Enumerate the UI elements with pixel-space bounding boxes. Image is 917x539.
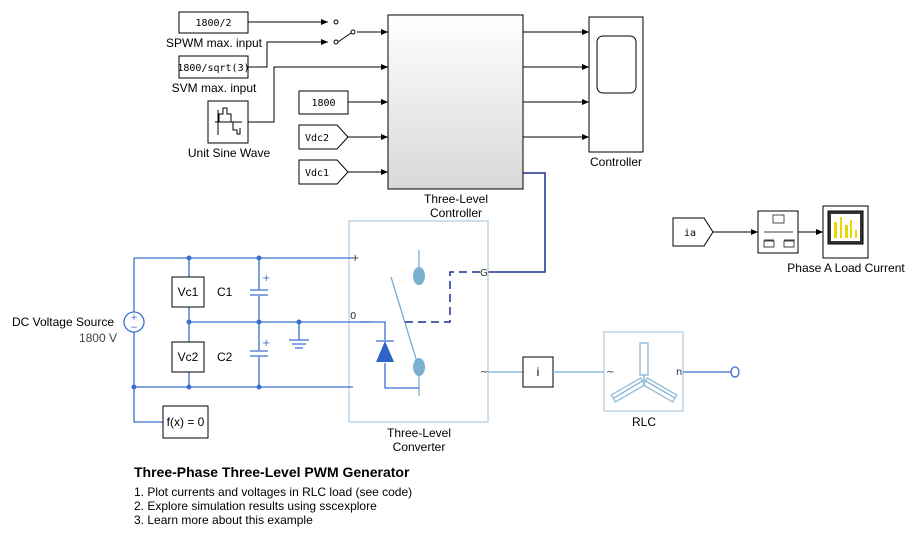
vdc-value: 1800	[311, 98, 335, 109]
rlc-port-n: n	[676, 367, 682, 378]
ps-simulink-converter-block[interactable]	[757, 210, 799, 254]
svm-label: SVM max. input	[172, 81, 257, 95]
dc-source-value: 1800 V	[79, 331, 117, 345]
manual-switch[interactable]	[333, 19, 356, 45]
scope-screen-icon	[596, 35, 637, 94]
converter-label-1: Three-Level	[387, 426, 451, 440]
svg-text:+: +	[262, 338, 270, 349]
controller3l-label-1: Three-Level	[424, 192, 488, 206]
ia-from-tag[interactable]: ia	[672, 217, 714, 247]
vc2-label: Vc2	[178, 350, 199, 364]
signal-lines	[248, 19, 823, 235]
current-sensor-block[interactable]: i	[522, 356, 554, 388]
rlc-label: RLC	[632, 415, 656, 429]
controller3l-label-2: Controller	[430, 206, 482, 220]
spwm-constant-block[interactable]: 1800/2	[178, 11, 249, 34]
vdc1-tag-label: Vdc1	[305, 168, 329, 179]
spwm-value: 1800/2	[195, 18, 231, 29]
open-connection-port[interactable]	[730, 366, 740, 378]
port-ac: ~	[480, 367, 488, 378]
port-plus: +	[351, 253, 359, 264]
vc2-block[interactable]: Vc2	[171, 341, 205, 373]
dc-network-lines	[131, 255, 370, 423]
rlc-port-ac: ~	[606, 367, 614, 378]
svm-constant-block[interactable]: 1800/sqrt(3)	[177, 55, 250, 79]
scope-label: Phase A Load Current	[787, 261, 905, 275]
vc1-label: Vc1	[178, 285, 199, 299]
phase-a-scope-block[interactable]	[822, 205, 869, 259]
controller-label: Controller	[590, 155, 642, 169]
staircase-sine-icon	[215, 107, 242, 135]
note-link-plot[interactable]: 1. Plot currents and voltages in RLC loa…	[134, 485, 413, 499]
vdc-constant-block[interactable]: 1800	[298, 90, 349, 115]
sine-label: Unit Sine Wave	[188, 146, 271, 160]
note-link-explore[interactable]: 2. Explore simulation results using ssce…	[134, 499, 377, 513]
vc1-block[interactable]: Vc1	[171, 276, 205, 308]
solver-configuration-block[interactable]: f(x) = 0	[162, 405, 209, 439]
unit-sine-wave-block[interactable]	[207, 100, 249, 144]
ia-tag-label: ia	[684, 228, 696, 239]
converter-label-2: Converter	[393, 440, 446, 454]
vdc2-tag-label: Vdc2	[305, 133, 329, 144]
svg-text:−: −	[130, 323, 138, 333]
spwm-label: SPWM max. input	[166, 36, 263, 50]
three-level-converter-block[interactable]: + 0 G ~	[348, 220, 523, 423]
gate-signal-line	[488, 172, 546, 273]
vdc1-from-tag[interactable]: Vdc1	[298, 159, 349, 185]
three-level-controller-block[interactable]	[387, 14, 524, 190]
dc-source-label: DC Voltage Source	[12, 315, 114, 329]
controller-scope-block[interactable]	[588, 16, 644, 153]
svg-text:+: +	[130, 313, 138, 323]
vdc2-from-tag[interactable]: Vdc2	[298, 124, 349, 150]
svm-value: 1800/sqrt(3)	[177, 63, 249, 74]
solver-label: f(x) = 0	[167, 415, 205, 429]
c2-label: C2	[217, 350, 233, 364]
dc-voltage-source[interactable]: + −	[123, 311, 145, 333]
c1-label: C1	[217, 285, 233, 299]
note-link-learn[interactable]: 3. Learn more about this example	[134, 513, 313, 527]
svg-text:+: +	[262, 273, 270, 284]
rlc-load-block[interactable]: ~ n	[603, 331, 684, 412]
model-title: Three-Phase Three-Level PWM Generator	[134, 464, 410, 480]
current-sensor-label: i	[537, 365, 540, 379]
port-g: G	[480, 268, 488, 279]
port-zero: 0	[350, 311, 356, 322]
